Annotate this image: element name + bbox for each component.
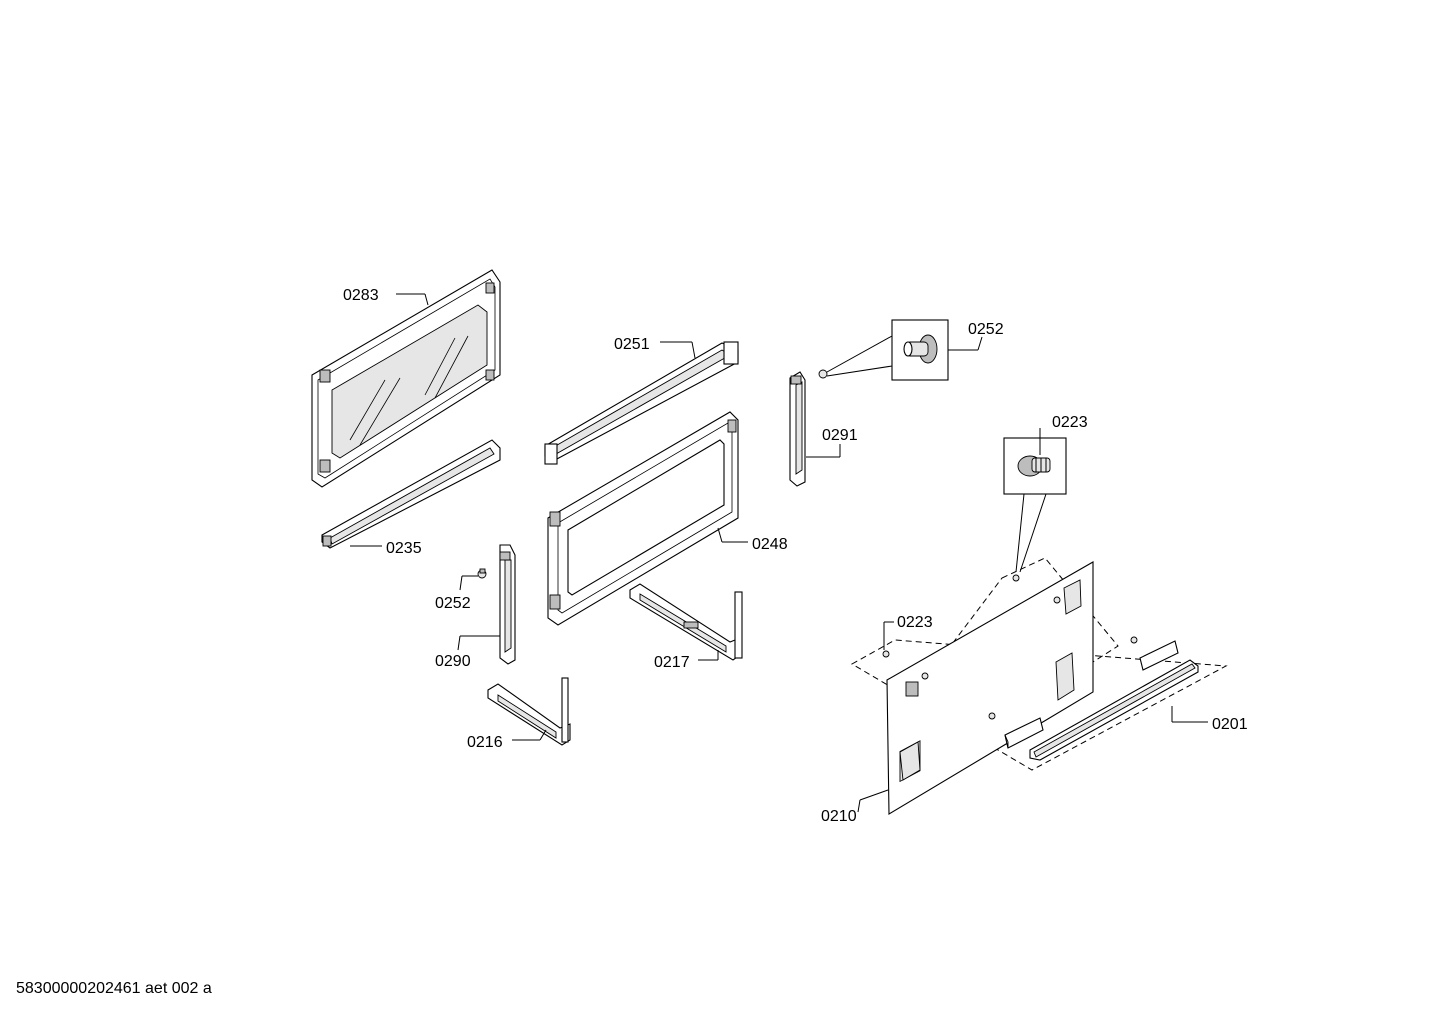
part-0251-top-bar bbox=[544, 341, 739, 465]
part-0283-glass-panel bbox=[311, 269, 501, 488]
label-0283: 0283 bbox=[343, 287, 379, 304]
part-0223-bolt-detail bbox=[1003, 437, 1067, 573]
label-0248: 0248 bbox=[752, 536, 788, 553]
label-0216: 0216 bbox=[467, 734, 503, 751]
label-0223-lower: 0223 bbox=[897, 614, 933, 631]
part-0216-hinge-arm bbox=[487, 677, 571, 746]
label-0217: 0217 bbox=[654, 654, 690, 671]
label-0290: 0290 bbox=[435, 653, 471, 670]
part-0248-door-frame bbox=[547, 411, 739, 626]
label-0235: 0235 bbox=[386, 540, 422, 557]
part-0252-spacer-detail bbox=[818, 319, 949, 381]
part-0290-side-bracket bbox=[499, 544, 516, 665]
part-0217-hinge-arm bbox=[629, 583, 743, 661]
part-0235-trim-strip bbox=[321, 439, 501, 549]
label-0291: 0291 bbox=[822, 427, 858, 444]
drawing-reference-number: 58300000202461 aet 002 a bbox=[16, 980, 212, 997]
part-0291-side-bracket bbox=[789, 371, 806, 487]
label-0223-top: 0223 bbox=[1052, 414, 1088, 431]
label-0252-left: 0252 bbox=[435, 595, 471, 612]
label-0210: 0210 bbox=[821, 808, 857, 825]
part-0201-profile-set bbox=[988, 636, 1199, 761]
label-0201: 0201 bbox=[1212, 716, 1248, 733]
label-0251: 0251 bbox=[614, 336, 650, 353]
part-0223-bolt-lower bbox=[882, 574, 1020, 658]
part-0252-spacer-left bbox=[477, 568, 487, 579]
part-0210-outer-glass bbox=[886, 561, 1094, 815]
label-0252-top: 0252 bbox=[968, 321, 1004, 338]
